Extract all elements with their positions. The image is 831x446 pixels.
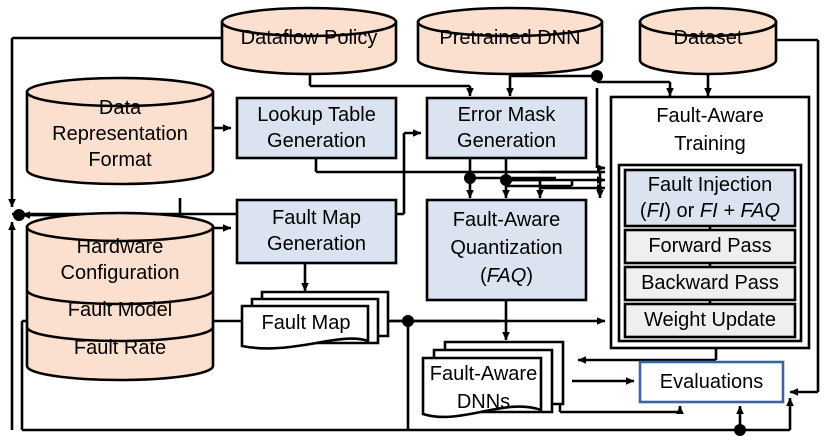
box-backward-pass xyxy=(623,265,797,302)
box-fault-map-generation xyxy=(235,198,398,265)
box-fault-aware-quantization xyxy=(425,198,588,302)
cylinder-hardware-configuration xyxy=(25,211,215,382)
doc-stack-fault-aware-dnns xyxy=(421,340,565,419)
box-error-mask-generation xyxy=(425,96,588,160)
cylinder-pretrained-dnn xyxy=(416,6,604,76)
box-fault-injection xyxy=(623,168,797,228)
box-evaluations xyxy=(638,360,785,404)
box-lookup-table-generation xyxy=(235,96,398,160)
cylinder-data-representation-format xyxy=(25,76,215,186)
cylinder-dataset xyxy=(638,6,778,76)
cylinder-dataflow-policy xyxy=(220,6,398,76)
junction-dots xyxy=(13,70,746,436)
box-forward-pass xyxy=(623,228,797,265)
box-weight-update xyxy=(623,302,797,339)
doc-stack-fault-map xyxy=(240,290,390,350)
